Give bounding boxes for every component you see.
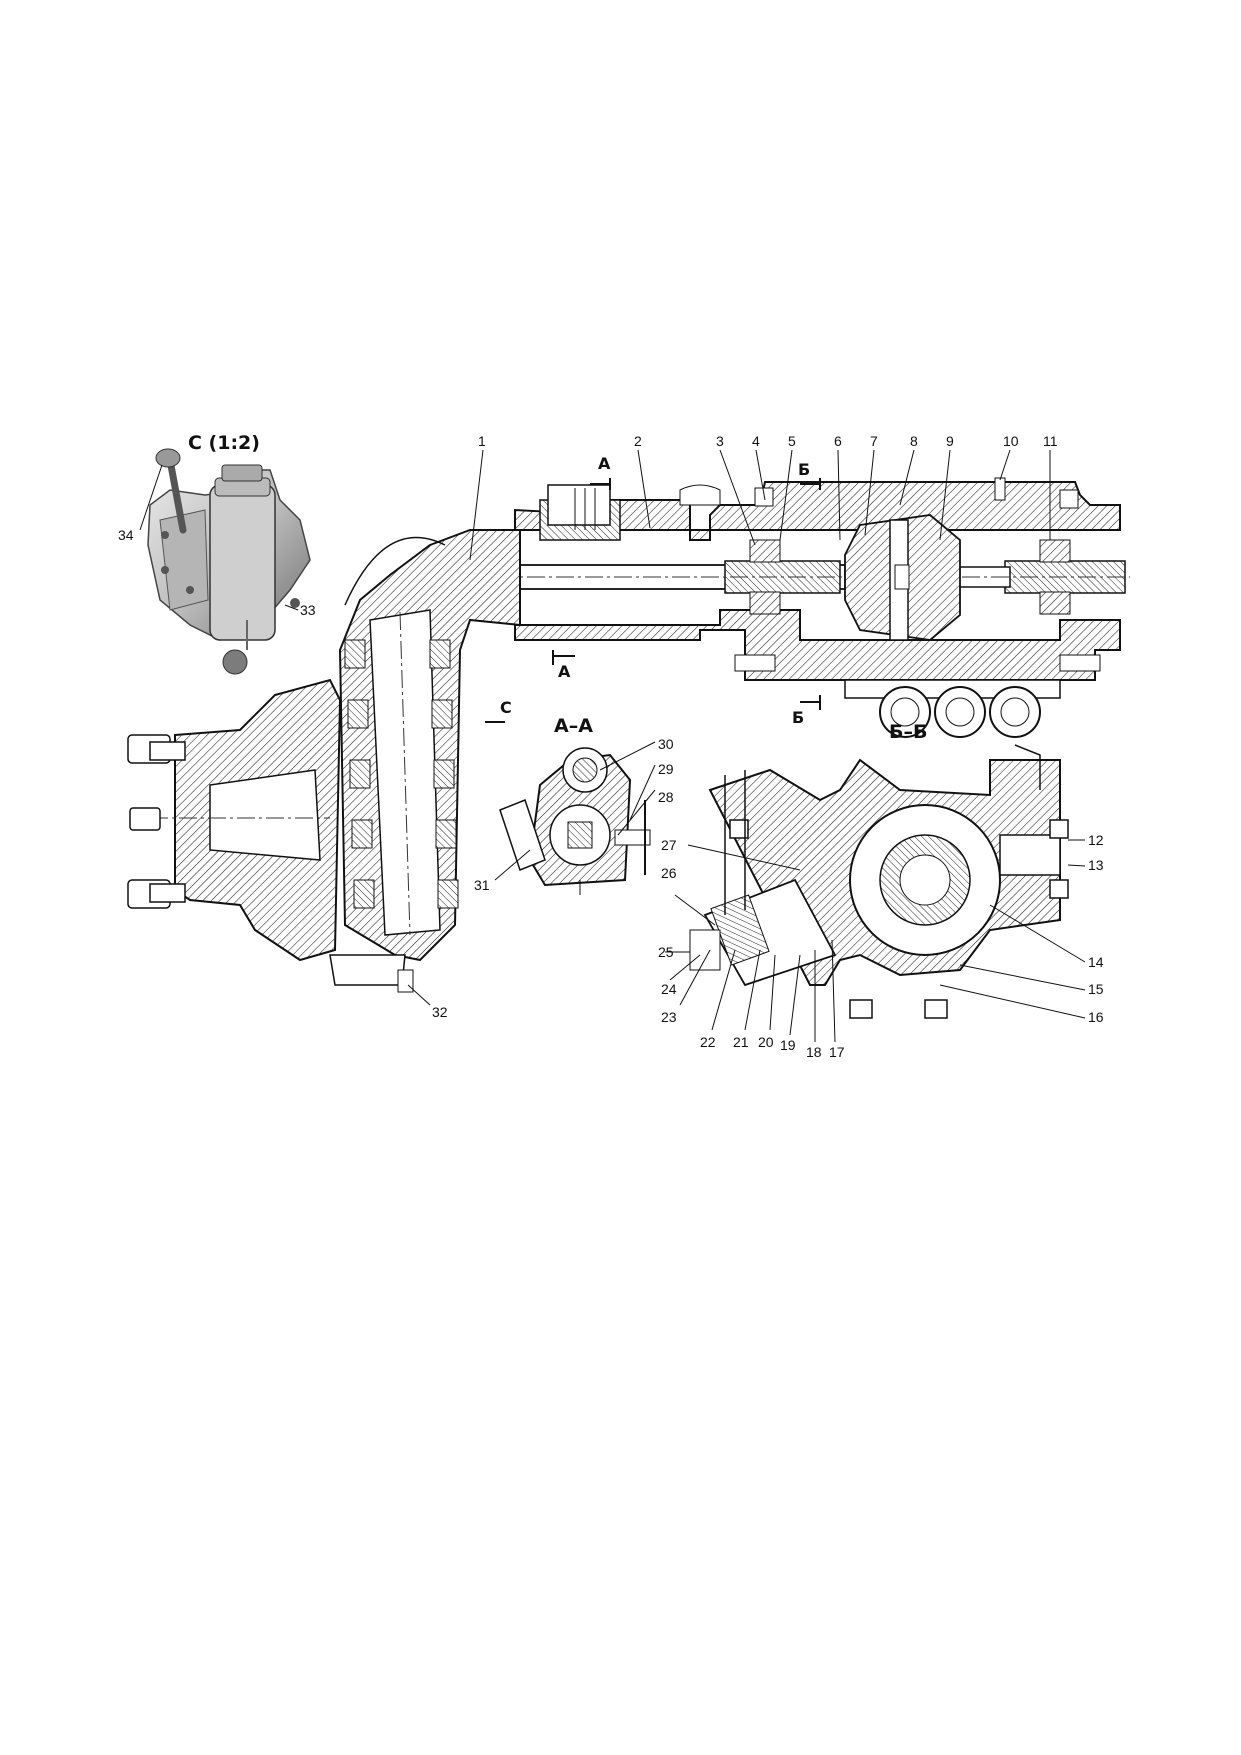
callout-18: 18 xyxy=(806,1044,822,1060)
callout-10: 10 xyxy=(1003,433,1019,449)
callout-25: 25 xyxy=(658,944,674,960)
callout-21: 21 xyxy=(733,1034,749,1050)
callout-1: 1 xyxy=(478,433,486,449)
callout-30: 30 xyxy=(658,736,674,752)
callout-13: 13 xyxy=(1088,857,1104,873)
callout-22: 22 xyxy=(700,1034,716,1050)
callout-31: 31 xyxy=(474,877,490,893)
section-a-a xyxy=(499,747,651,895)
cutting-lines xyxy=(485,478,821,723)
callout-5: 5 xyxy=(788,433,796,449)
section-mark-c: С xyxy=(500,698,512,717)
callout-34: 34 xyxy=(118,527,134,543)
callout-4: 4 xyxy=(752,433,760,449)
callout-28: 28 xyxy=(658,789,674,805)
callout-12: 12 xyxy=(1088,832,1104,848)
inclined-column xyxy=(329,529,521,993)
detail-view-render xyxy=(147,448,311,675)
callout-7: 7 xyxy=(870,433,878,449)
callout-16: 16 xyxy=(1088,1009,1104,1025)
callout-26: 26 xyxy=(661,865,677,881)
callout-20: 20 xyxy=(758,1034,774,1050)
detail-view-title: C (1:2) xyxy=(188,432,260,454)
callout-19: 19 xyxy=(780,1037,796,1053)
callout-29: 29 xyxy=(658,761,674,777)
callout-2: 2 xyxy=(634,433,642,449)
callout-27: 27 xyxy=(661,837,677,853)
section-mark-a-top: А xyxy=(598,454,611,473)
callout-14: 14 xyxy=(1088,954,1104,970)
callout-24: 24 xyxy=(661,981,677,997)
section-a-a-title: A–A xyxy=(554,715,593,737)
callout-3: 3 xyxy=(716,433,724,449)
section-b-b-title: Б–Б xyxy=(889,721,928,743)
section-mark-a-bottom: А xyxy=(558,662,571,681)
section-mark-b-bottom: Б xyxy=(792,708,805,727)
callout-6: 6 xyxy=(834,433,842,449)
callout-9: 9 xyxy=(946,433,954,449)
callout-32: 32 xyxy=(432,1004,448,1020)
section-mark-b-top: Б xyxy=(798,460,811,479)
section-b-b xyxy=(689,744,1069,1019)
callout-33: 33 xyxy=(300,602,316,618)
callout-17: 17 xyxy=(829,1044,845,1060)
callout-15: 15 xyxy=(1088,981,1104,997)
leader-lines xyxy=(139,449,1086,1043)
callout-11: 11 xyxy=(1043,433,1058,449)
main-section-housing xyxy=(439,477,1130,738)
callout-23: 23 xyxy=(661,1009,677,1025)
hub-flange xyxy=(127,678,342,962)
callout-8: 8 xyxy=(910,433,918,449)
